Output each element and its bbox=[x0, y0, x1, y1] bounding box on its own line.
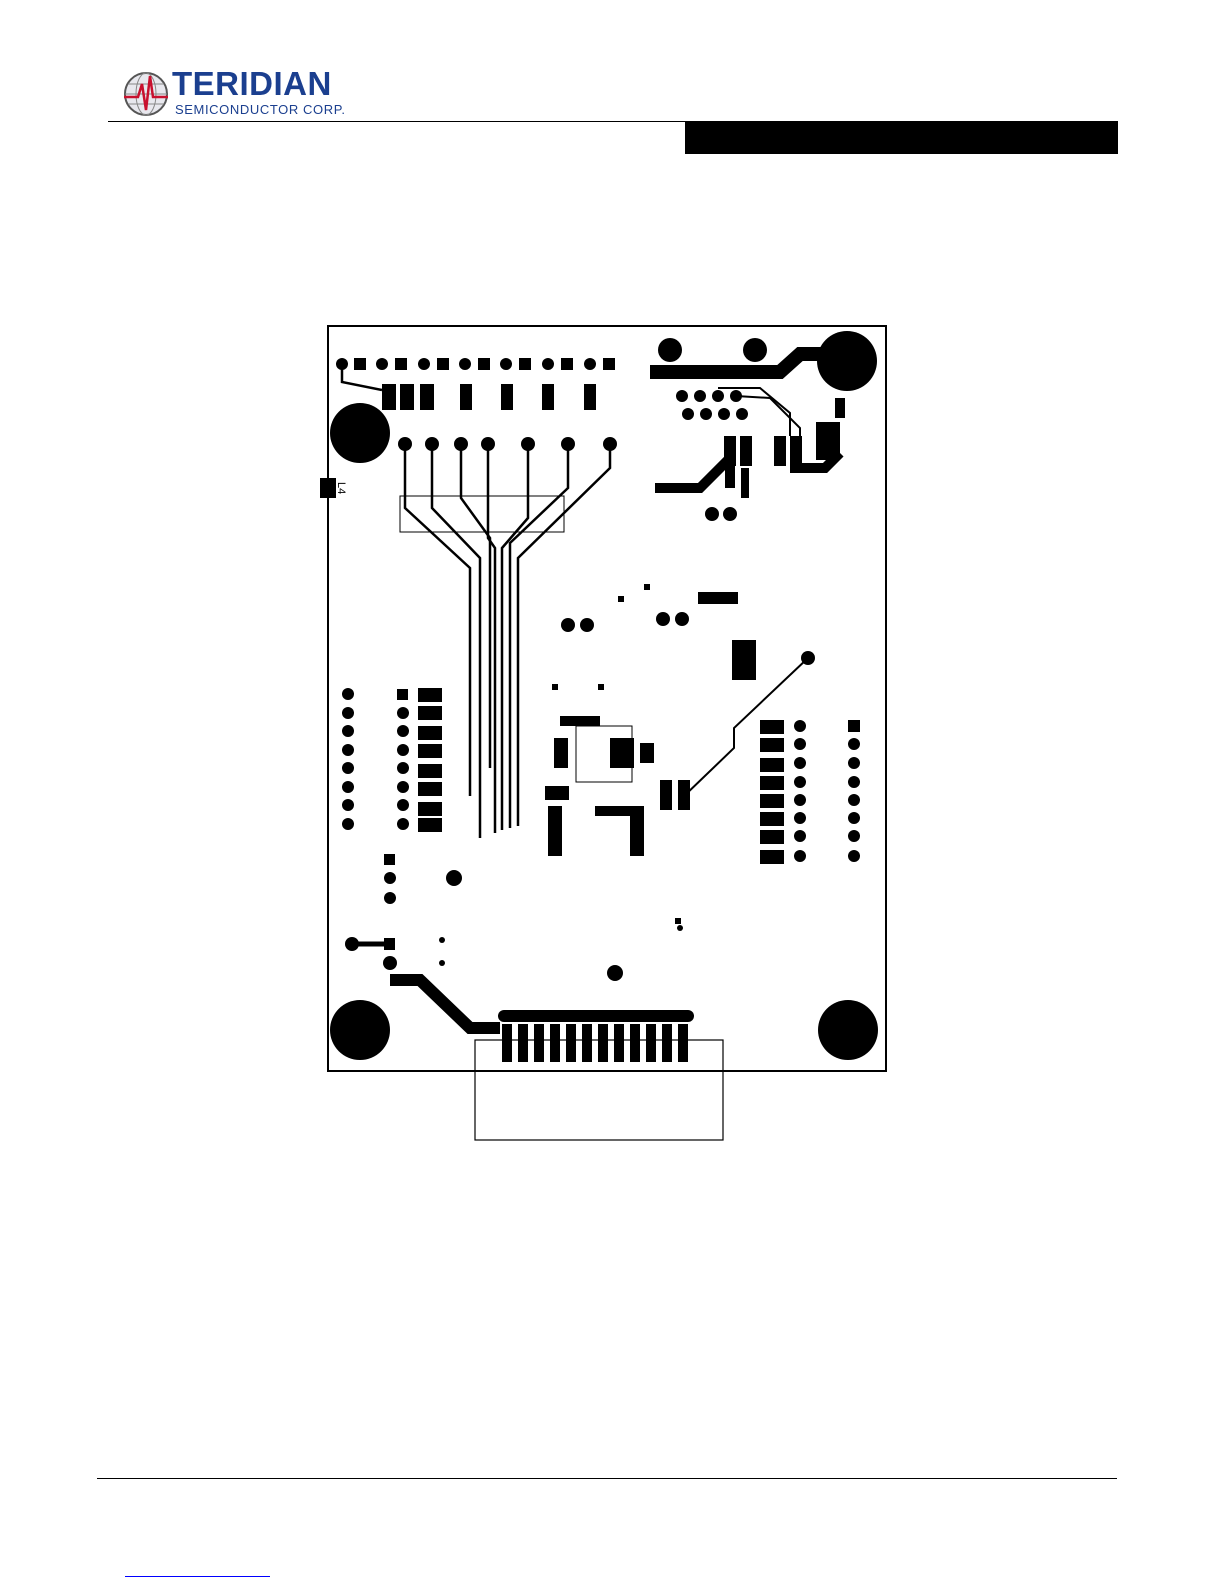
header-title-bar bbox=[685, 121, 1118, 154]
pcb-layout-figure: L4 bbox=[320, 318, 900, 1161]
logo-tagline: SEMICONDUCTOR CORP. bbox=[175, 102, 346, 117]
silkscreen-label: L4 bbox=[335, 482, 347, 494]
company-logo: TERIDIAN SEMICONDUCTOR CORP. bbox=[122, 64, 352, 124]
logo-wordmark: TERIDIAN bbox=[172, 64, 332, 104]
pcb-bottom-layer-drawing: L4 bbox=[320, 318, 900, 1156]
logo-globe-icon bbox=[122, 64, 172, 124]
footer-rule bbox=[97, 1478, 1117, 1479]
footer-link-underline[interactable] bbox=[125, 1576, 270, 1577]
